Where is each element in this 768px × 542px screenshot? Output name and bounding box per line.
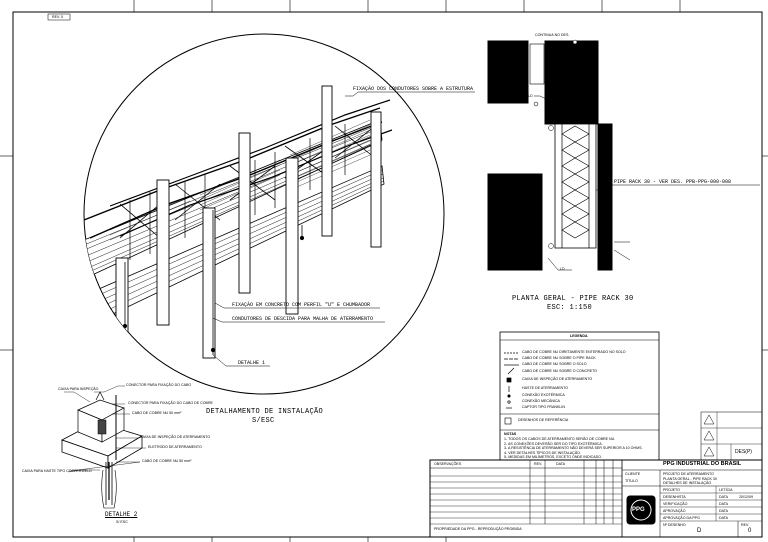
plan-view-drawing: [487, 39, 760, 271]
row-value-projeto: LETÍCIA: [719, 488, 733, 492]
legend-box: [499, 331, 660, 461]
sheet-rev-value: 0: [748, 528, 752, 534]
detail2-label-a: CAIXA PARA INSPEÇÃO: [58, 387, 99, 391]
plan-scale: ESC: 1:150: [547, 304, 593, 312]
detail2-label-h: CAIXA PARA HASTE TIPO COPPERWELD: [22, 469, 92, 473]
legend-ref-label: DESENHOS DE REFERÊNCIA: [518, 418, 569, 422]
dwg-number-label: Nº DESENHO: [663, 523, 686, 527]
callout-detail-ref: DETALHE 1: [238, 360, 266, 366]
callout-fixation-top: FIXAÇÃO DOS CONDUTORES SOBRE A ESTRUTURA: [353, 86, 474, 92]
company-name: PPG INDUSTRIAL DO BRASIL: [663, 461, 742, 467]
legend-note-5: 5- MEDIDAS EM MILÍMETROS, EXCETO ONDE IN…: [504, 455, 602, 459]
legend-note-1: 1- TODOS OS CABOS DE ATERRAMENTO SERÃO D…: [504, 437, 616, 441]
detail2-title: DETALHE 2: [105, 511, 138, 518]
title-label: TÍTULO: [625, 479, 638, 483]
title-line-2: PLANTA GERAL - PIPE RACK 30: [663, 476, 717, 481]
legend-item-9: CAPTOR TIPO FRANKLIN: [522, 405, 566, 409]
legend-item-7: CONEXÃO EXOTÉRMICA: [522, 393, 565, 397]
legend-note-4: 4- VER DETALHES TÍPICOS DE INSTALAÇÃO.: [504, 450, 582, 455]
row-value-verificacao: DATA: [719, 502, 729, 506]
legend-item-3: CABO DE COBRE NU SOBRE O SOLO: [522, 362, 587, 366]
plan-tag-a: LD: [528, 94, 533, 98]
row-date-desenhista: 20/12/09: [739, 495, 753, 499]
date-header: DATA: [556, 462, 566, 466]
row-label-projeto: PROJETO: [663, 488, 680, 492]
title-block: [429, 411, 763, 538]
corner-note: REV. 0: [52, 15, 64, 19]
detail2-label-f: ELETRODO DE ATERRAMENTO: [148, 445, 202, 449]
legend-note-2: 2- AS CONEXÕES DEVERÃO SER DO TIPO EXOTÉ…: [504, 441, 603, 446]
row-value-desenhista: DATA: [719, 495, 729, 499]
client-label: CLIENTE: [625, 472, 641, 476]
detail2-label-g: CABO DE COBRE NU 50 mm²: [142, 459, 192, 463]
row-label-aprovacao: APROVAÇÃO: [663, 509, 686, 513]
legend-item-6: HASTE DE ATERRAMENTO: [522, 386, 568, 390]
legend-header: LEGENDA: [570, 334, 588, 338]
sheet-rev-label: REV.: [741, 523, 750, 527]
remarks-header: OBSERVAÇÕES: [434, 462, 462, 466]
bottom-note: PROPRIEDADE DA PPG - REPRODUÇÃO PROIBIDA: [434, 527, 522, 531]
row-value-aprovacao: DATA: [719, 509, 729, 513]
legend-item-4: CABO DE COBRE NU SOBRE O CONCRETO: [522, 369, 598, 373]
legend-note-3: 3- A RESISTÊNCIA DE ATERRAMENTO NÃO DEVE…: [504, 446, 643, 450]
legend-item-1: CABO DE COBRE NU DIRETAMENTE ENTERRADO N…: [522, 350, 626, 354]
main-detail-title: DETALHAMENTO DE INSTALAÇÃO: [206, 408, 324, 416]
plan-top-label: CONTINUA NO DES.: [535, 33, 570, 37]
detail2-scale: S/ ESC: [116, 520, 128, 524]
legend-item-8: CONEXÃO MECÂNICA: [522, 399, 560, 403]
rev-header: REV.: [534, 462, 543, 466]
legend-notes-header: NOTAS: [504, 432, 517, 436]
detail-2-drawing: [61, 385, 146, 509]
row-label-verificacao: VERIFICAÇÃO: [663, 502, 688, 506]
row-value-aprovacao-ppg: DATA: [719, 516, 729, 520]
detail2-label-c: CONECTOR PARA FIXAÇÃO DO CABO DE COBRE: [128, 401, 213, 405]
main-detail-scale: S/ESC: [252, 417, 275, 425]
row-label-desenhista: DESENHISTA: [663, 495, 686, 499]
callout-fixation-concrete: FIXAÇÃO EM CONCRETO COM PERFIL "U" E CHU…: [232, 302, 371, 308]
legend-item-5: CAIXA DE INSPEÇÃO DE ATERRAMENTO: [522, 377, 593, 381]
row-label-aprovacao-ppg: APROVAÇÃO DA PPG: [663, 516, 700, 520]
detail2-label-b: CONECTOR PARA FIXAÇÃO DO CABO: [126, 383, 192, 387]
title-line-3: DETALHES DE INSTALAÇÃO: [663, 481, 712, 485]
detail2-label-d: CABO DE COBRE NU 50 mm²: [132, 411, 182, 415]
legend-item-2: CABO DE COBRE NU SOBRE O PIPE RACK: [522, 356, 596, 360]
detail2-label-e: CAIXA DE INSPEÇÃO DE ATERRAMENTO: [140, 435, 211, 439]
title-line-1: PROJETO DE ATERRAMENTO: [663, 472, 714, 476]
callout-down-conductors: CONDUTORES DE DESCIDA PARA MALHA DE ATER…: [232, 316, 374, 322]
plan-pipe-rack-label: PIPE RACK 30 - VER DES. PPB-PPG-000-008: [614, 179, 732, 185]
plan-title: PLANTA GERAL - PIPE RACK 30: [512, 295, 634, 303]
ppg-logo-icon: PPG: [632, 507, 645, 513]
dwg-number-value: D: [697, 528, 702, 534]
format-label: DES(P): [735, 449, 752, 455]
isometric-pipe-rack-detail: [83, 33, 475, 395]
plan-tag-b: LD: [560, 267, 565, 271]
